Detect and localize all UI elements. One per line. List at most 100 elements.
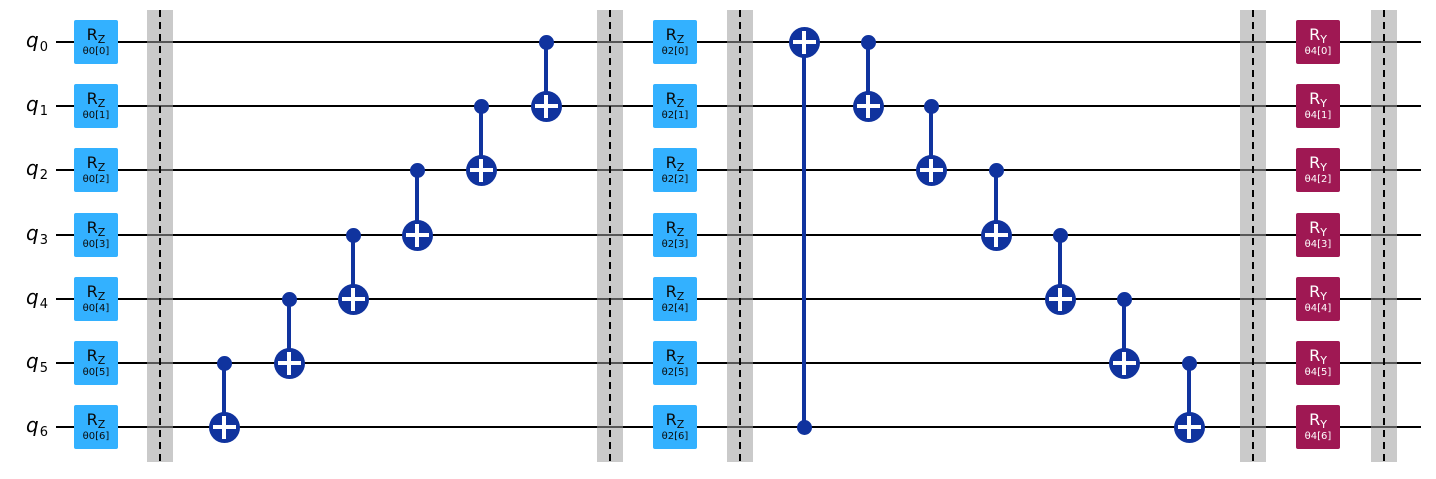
- gate-subscript: Y: [1320, 225, 1327, 239]
- gate-base-letter: R: [665, 152, 677, 172]
- cx-connector-line: [1058, 235, 1062, 299]
- gate-subscript: Z: [676, 417, 685, 431]
- gate-param-label: θ2[2]: [661, 173, 689, 185]
- cx-target-plus-icon: [1173, 411, 1205, 443]
- cx-connector-line: [1187, 363, 1191, 427]
- cx-connector-line: [544, 42, 548, 106]
- gate-base-letter: R: [86, 24, 98, 44]
- barrier-dashed-line: [1252, 10, 1254, 462]
- qubit-label: q0: [26, 30, 48, 54]
- gate-name-label: RZ: [87, 154, 106, 174]
- cx-target-plus-icon: [852, 90, 884, 122]
- qubit-label-index: 6: [39, 425, 48, 440]
- gate-subscript: Z: [97, 417, 106, 431]
- gate-subscript: Z: [676, 96, 685, 110]
- plus-vertical-bar: [415, 223, 419, 247]
- qubit-label-index: 4: [39, 297, 48, 312]
- gate-base-letter: R: [665, 24, 677, 44]
- gate-subscript: Z: [676, 289, 685, 303]
- gate-subscript: Z: [97, 289, 106, 303]
- cx-control-dot: [216, 355, 232, 371]
- cx-target-plus-icon: [915, 154, 947, 186]
- gate-subscript: Y: [1320, 289, 1327, 303]
- gate-name-label: RZ: [665, 152, 685, 174]
- gate-name-label: RZ: [87, 347, 106, 367]
- gate-name-label: RZ: [86, 217, 106, 239]
- cx-target-plus-icon: [1108, 347, 1140, 379]
- gate-subscript: Z: [97, 96, 106, 110]
- cx-connector-line: [415, 170, 419, 235]
- gate-base-letter: R: [1309, 152, 1321, 172]
- cx-control-dot: [1052, 227, 1068, 243]
- qubit-label-name: q: [26, 349, 39, 373]
- gate-param-label: θ4[3]: [1304, 238, 1332, 250]
- plus-vertical-bar: [929, 158, 933, 182]
- gate-name-label: RY: [1309, 347, 1327, 367]
- gate-param-label: θ2[4]: [661, 302, 689, 314]
- gate-param-label: θ0[0]: [82, 45, 110, 57]
- cx-target-plus-icon: [530, 90, 562, 122]
- cx-target-plus-icon: [788, 26, 820, 58]
- cx-connector-line: [866, 42, 870, 106]
- gate-subscript: Z: [676, 225, 685, 239]
- cx-control-dot: [409, 162, 425, 178]
- qubit-label: q5: [26, 351, 48, 375]
- cx-connector-line: [479, 106, 483, 170]
- cx-target-plus-icon: [465, 154, 497, 186]
- gate-name-label: RZ: [87, 283, 106, 303]
- gate-param-label: θ4[1]: [1304, 109, 1332, 121]
- cx-control-dot: [473, 98, 489, 114]
- gate-base-letter: R: [86, 217, 98, 237]
- gate-name-label: RZ: [666, 219, 685, 239]
- gate-param-label: θ4[5]: [1304, 366, 1332, 378]
- gate-name-label: RY: [1309, 219, 1327, 239]
- plus-vertical-bar: [351, 287, 355, 311]
- cx-control-dot: [860, 34, 876, 50]
- plus-vertical-bar: [866, 94, 870, 118]
- cx-connector-line: [802, 42, 806, 427]
- qubit-label-name: q: [26, 413, 39, 437]
- qubit-label-index: 1: [39, 104, 48, 119]
- plus-vertical-bar: [1187, 415, 1191, 439]
- gate-subscript: Z: [676, 353, 685, 367]
- gate-subscript: Y: [1320, 32, 1327, 46]
- plus-vertical-bar: [479, 158, 483, 182]
- gate-param-label: θ0[4]: [82, 302, 110, 314]
- gate-name-label: RZ: [666, 283, 685, 303]
- gate-param-label: θ0[2]: [82, 173, 110, 185]
- gate-subscript: Z: [97, 160, 106, 174]
- qubit-label: q4: [26, 287, 48, 311]
- cx-control-dot: [1181, 355, 1197, 371]
- gate-subscript: Z: [676, 32, 685, 46]
- cx-connector-line: [287, 299, 291, 363]
- gate-param-label: θ4[4]: [1304, 302, 1332, 314]
- cx-target-plus-icon: [273, 347, 305, 379]
- barrier-dashed-line: [739, 10, 741, 462]
- gate-name-label: RY: [1309, 90, 1327, 110]
- gate-param-label: θ0[5]: [82, 366, 110, 378]
- gate-base-letter: R: [86, 88, 98, 108]
- gate-param-label: θ4[2]: [1304, 173, 1332, 185]
- plus-vertical-bar: [222, 415, 226, 439]
- qubit-label-name: q: [26, 156, 39, 180]
- barrier-dashed-line: [159, 10, 161, 462]
- cx-target-plus-icon: [980, 219, 1012, 251]
- gate-name-label: RY: [1309, 152, 1327, 174]
- gate-name-label: RY: [1309, 26, 1327, 46]
- gate-param-label: θ2[0]: [661, 45, 689, 57]
